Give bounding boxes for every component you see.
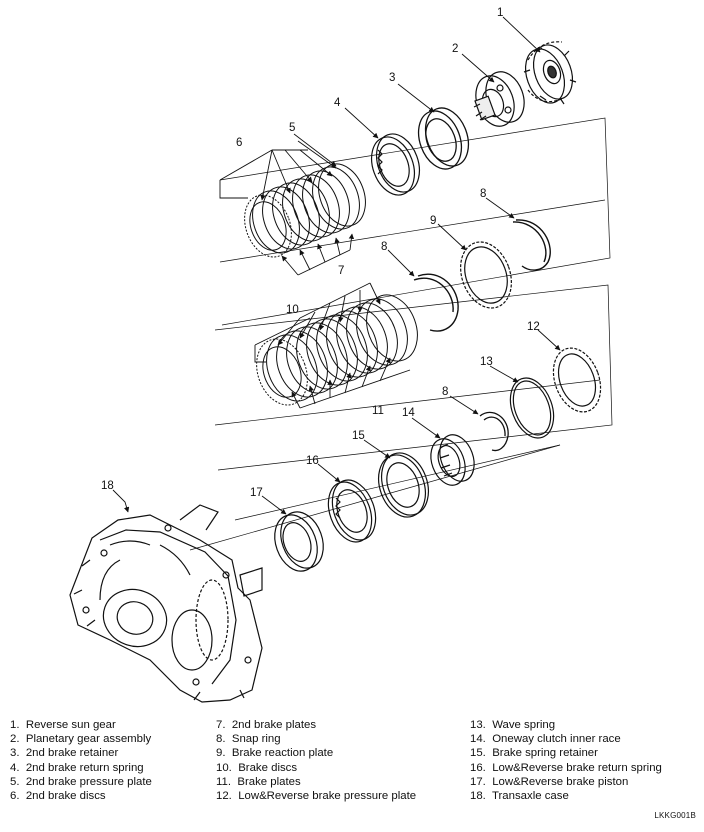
part-snap-ring-middle bbox=[413, 273, 459, 332]
legend-column-1: 1. Reverse sun gear 2. Planetary gear as… bbox=[10, 718, 152, 803]
part-low-reverse-brake-piston bbox=[274, 511, 324, 572]
legend-item: 5. 2nd brake pressure plate bbox=[10, 775, 152, 788]
callout-12: 12 bbox=[527, 321, 540, 333]
callout-3: 3 bbox=[389, 72, 395, 84]
leader-lines-10-11 bbox=[254, 282, 411, 409]
legend-item: 7. 2nd brake plates bbox=[216, 719, 317, 731]
legend-item: 17. Low&Reverse brake piston bbox=[470, 775, 629, 788]
part-brake-disc-stack bbox=[256, 294, 418, 406]
figure-code: LKKG001B bbox=[654, 811, 696, 820]
legend-item: 18. Transaxle case bbox=[470, 790, 569, 803]
callout-5: 5 bbox=[289, 122, 295, 134]
part-wave-spring bbox=[509, 377, 555, 439]
callout-17: 17 bbox=[250, 487, 263, 499]
legend-item: 9. Brake reaction plate bbox=[216, 747, 334, 760]
legend-item: 12. Low&Reverse brake pressure plate bbox=[216, 790, 417, 803]
legend-item: 8. Snap ring bbox=[216, 733, 281, 746]
legend-item: 6. 2nd brake discs bbox=[10, 790, 106, 803]
legend-item: 11. Brake plates bbox=[216, 775, 301, 788]
callout-1: 1 bbox=[497, 7, 503, 19]
callout-13: 13 bbox=[480, 356, 493, 368]
part-2nd-brake-return-spring bbox=[370, 133, 421, 196]
legend-item: 14. Oneway clutch inner race bbox=[470, 733, 621, 746]
callout-10: 10 bbox=[286, 304, 299, 316]
legend-item: 3. 2nd brake retainer bbox=[10, 747, 119, 760]
part-snap-ring-lower bbox=[479, 411, 509, 452]
callout-15: 15 bbox=[352, 430, 365, 442]
callout-14: 14 bbox=[402, 407, 415, 419]
part-low-reverse-brake-pressure-plate bbox=[552, 347, 602, 413]
legend-item: 16. Low&Reverse brake return spring bbox=[470, 761, 662, 774]
part-oneway-clutch-inner-race bbox=[430, 434, 475, 486]
assembly-guide-lines bbox=[189, 117, 613, 551]
exploded-parts-diagram: 1 2 3 4 5 6 7 8 9 8 10 11 12 13 8 14 15 … bbox=[69, 7, 613, 703]
part-brake-spring-retainer bbox=[378, 452, 429, 518]
legend-item: 13. Wave spring bbox=[470, 719, 556, 731]
part-reverse-sun-gear bbox=[523, 41, 577, 105]
callout-4: 4 bbox=[334, 97, 341, 109]
callout-8-upper: 8 bbox=[480, 188, 486, 200]
part-2nd-brake-disc-stack bbox=[244, 163, 366, 258]
part-brake-reaction-plate bbox=[460, 241, 512, 309]
callout-8-lower: 8 bbox=[442, 386, 448, 398]
callout-18: 18 bbox=[101, 480, 114, 492]
legend-column-2: 7. 2nd brake plates 8. Snap ring 9. Brak… bbox=[216, 718, 416, 803]
part-planetary-gear-assembly bbox=[473, 71, 525, 127]
callout-6: 6 bbox=[236, 137, 242, 149]
leader-lines-6-7 bbox=[219, 140, 355, 276]
legend-item: 4. 2nd brake return spring bbox=[10, 761, 144, 774]
legend-item: 2. Planetary gear assembly bbox=[10, 733, 152, 746]
callout-16: 16 bbox=[306, 455, 319, 467]
legend-item: 1. Reverse sun gear bbox=[10, 719, 116, 731]
legend-column-3: 13. Wave spring 14. Oneway clutch inner … bbox=[470, 718, 662, 803]
callout-7: 7 bbox=[338, 265, 344, 277]
part-low-reverse-brake-return-spring bbox=[327, 479, 377, 543]
callout-labels: 1 2 3 4 5 6 7 8 9 8 10 11 12 13 8 14 15 … bbox=[101, 7, 540, 499]
callout-9: 9 bbox=[430, 215, 436, 227]
part-2nd-brake-retainer bbox=[417, 107, 470, 170]
callout-11: 11 bbox=[372, 405, 384, 417]
parts-legend: 1. Reverse sun gear 2. Planetary gear as… bbox=[0, 718, 704, 818]
callout-arrows bbox=[112, 16, 561, 515]
part-snap-ring-upper bbox=[512, 219, 551, 271]
callout-2: 2 bbox=[452, 43, 458, 55]
legend-item: 15. Brake spring retainer bbox=[470, 747, 598, 760]
part-transaxle-case bbox=[69, 504, 263, 703]
callout-8-middle: 8 bbox=[381, 241, 387, 253]
legend-item: 10. Brake discs bbox=[216, 761, 298, 774]
